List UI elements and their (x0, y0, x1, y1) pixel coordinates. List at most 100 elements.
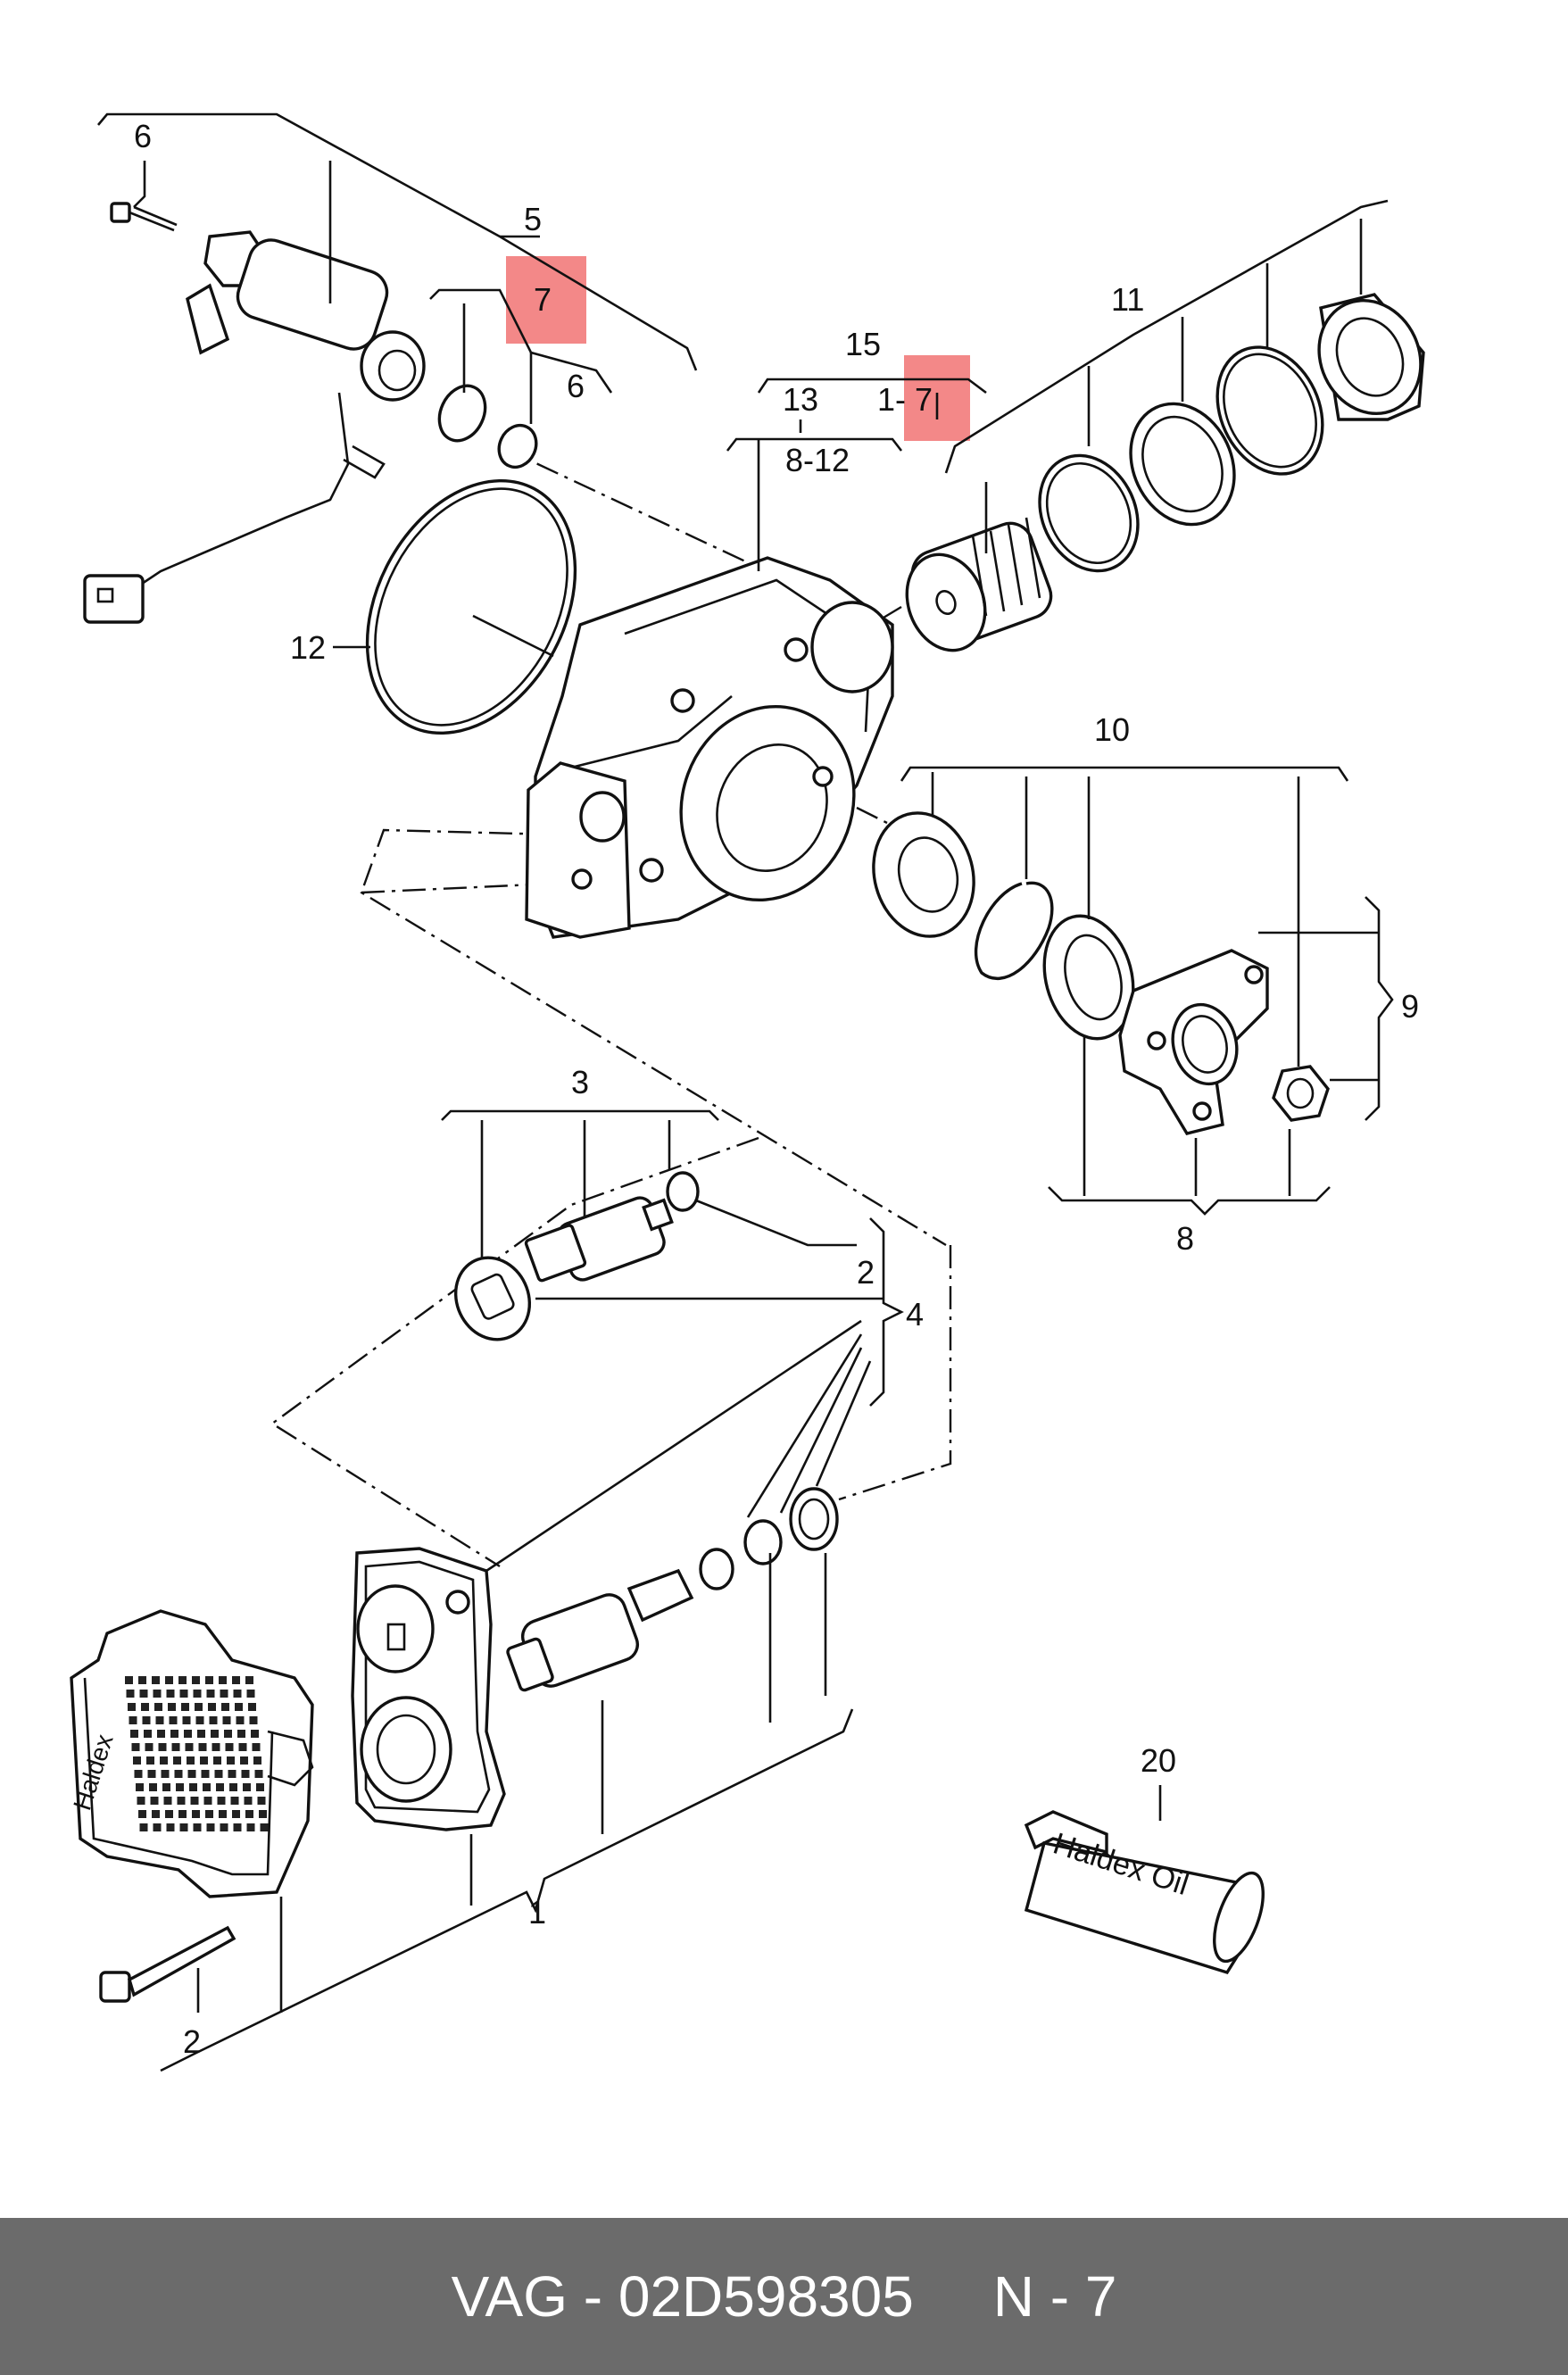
module-grid-cell (192, 1810, 200, 1818)
module-grid-cell (203, 1783, 211, 1791)
module-grid-cell (216, 1783, 224, 1791)
module-grid-cell (182, 1716, 191, 1724)
callout-1: 1 (528, 1894, 546, 1931)
valve-o-ring (666, 1171, 700, 1212)
o-ring-large-12 (365, 478, 577, 735)
module-grid-cell (245, 1810, 253, 1818)
module-grid-cell (246, 1690, 255, 1698)
module-grid-cell (150, 1797, 159, 1805)
module-grid-cell (227, 1756, 235, 1765)
callout-5: 5 (524, 201, 542, 237)
module-grid-cell (174, 1770, 183, 1778)
module-grid-cell (195, 1716, 204, 1724)
module-grid-cell (244, 1797, 253, 1805)
callout-12: 12 (290, 629, 326, 666)
callout-2-lower: 2 (183, 2023, 201, 2060)
module-grid-cell (179, 1823, 188, 1831)
module-grid-cell (171, 1743, 180, 1751)
module-grid-cell (189, 1783, 197, 1791)
footer-part-number: 02D598305 (618, 2264, 914, 2329)
module-grid-cell (260, 1823, 269, 1831)
module-grid-cell (178, 1676, 187, 1684)
footer-gap (914, 2263, 993, 2329)
module-grid-cell (176, 1783, 184, 1791)
module-grid-cell (201, 1770, 210, 1778)
exploded-parts-diagram: Haldex Haldex Oil (68, 112, 1425, 2072)
module-grid-cell (153, 1690, 162, 1698)
module-grid-cell (157, 1730, 165, 1738)
module-grid-cell (177, 1797, 186, 1805)
module-grid-cell (213, 1756, 221, 1765)
module-grid-cell (128, 1703, 136, 1711)
module-grid-cell (184, 1730, 192, 1738)
module-grid-cell (219, 1810, 227, 1818)
callout-numbers: 6 5 7 6 15 13 1- 7 8-12 11 12 10 9 8 3 2… (134, 118, 1419, 2060)
module-grid-cell (152, 1810, 160, 1818)
module-grid-cell (206, 1823, 215, 1831)
callout-20: 20 (1141, 1742, 1176, 1779)
module-grid-cell (217, 1797, 226, 1805)
module-grid-cell (212, 1743, 220, 1751)
module-grid-cell (166, 1690, 175, 1698)
valve-washer-part (453, 1256, 532, 1341)
callout-9: 9 (1401, 988, 1419, 1025)
module-grid-cell (125, 1676, 133, 1684)
module-grid-cell (170, 1730, 178, 1738)
module-grid-cell (146, 1756, 154, 1765)
module-grid-cell (193, 1823, 202, 1831)
bolt-part (99, 1925, 236, 2003)
oil-bottle-part: Haldex Oil (1024, 1810, 1265, 1975)
module-grid-cell (185, 1743, 194, 1751)
module-grid-cell (225, 1743, 234, 1751)
module-grid-cell (155, 1716, 164, 1724)
module-grid-cell (236, 1716, 245, 1724)
module-grid-cell (253, 1756, 261, 1765)
module-grid-cell (139, 1690, 148, 1698)
module-grid-cell (251, 1730, 259, 1738)
callout-7-highlighted: 7 (534, 281, 552, 318)
module-grid-cell (137, 1797, 145, 1805)
bearing-part (872, 811, 975, 938)
module-grid-cell (162, 1783, 170, 1791)
module-grid-cell (192, 1676, 200, 1684)
module-grid-cell (246, 1823, 255, 1831)
callout-1-7-highlighted: 1- 7 (877, 381, 933, 418)
module-grid-cell (187, 1770, 196, 1778)
module-grid-cell (238, 1743, 247, 1751)
footer-brand: VAG (451, 2264, 568, 2329)
module-grid-cell (141, 1703, 149, 1711)
valve-part (524, 1196, 674, 1283)
module-grid-cell (220, 1823, 228, 1831)
module-grid-cell (165, 1810, 173, 1818)
module-grid-cell (256, 1783, 264, 1791)
assembly-lines (270, 444, 952, 1568)
module-grid-cell (138, 1676, 146, 1684)
module-grid-cell (209, 1716, 218, 1724)
module-grid-cell (126, 1690, 135, 1698)
module-grid-cell (131, 1743, 140, 1751)
module-grid-cell (232, 1676, 240, 1684)
module-grid-cell (166, 1823, 175, 1831)
callout-2-upper: 2 (857, 1254, 875, 1291)
module-grid-cell (145, 1743, 153, 1751)
footer-position: N - 7 (992, 2264, 1117, 2329)
module-grid-cell (129, 1716, 137, 1724)
solenoid-valve-part (506, 1568, 694, 1692)
module-grid-cell (158, 1743, 167, 1751)
module-grid-cell (245, 1676, 253, 1684)
filter-o-ring-a (1038, 453, 1140, 573)
solenoid-o-ring-a (699, 1548, 734, 1590)
module-grid-cell (248, 1703, 256, 1711)
module-grid-cell (205, 1676, 213, 1684)
module-grid-cell (206, 1690, 215, 1698)
drive-flange-part (1118, 949, 1269, 1135)
module-grid-cell (160, 1756, 168, 1765)
module-grid-cell (152, 1676, 160, 1684)
callout-8: 8 (1176, 1220, 1194, 1257)
o-ring-small-b (497, 423, 538, 469)
solenoid-filter-part (789, 1487, 839, 1551)
module-grid-cell (154, 1703, 162, 1711)
solenoid-o-ring-b (743, 1519, 783, 1565)
module-grid-cell (257, 1797, 266, 1805)
circlip-part (974, 881, 1054, 980)
